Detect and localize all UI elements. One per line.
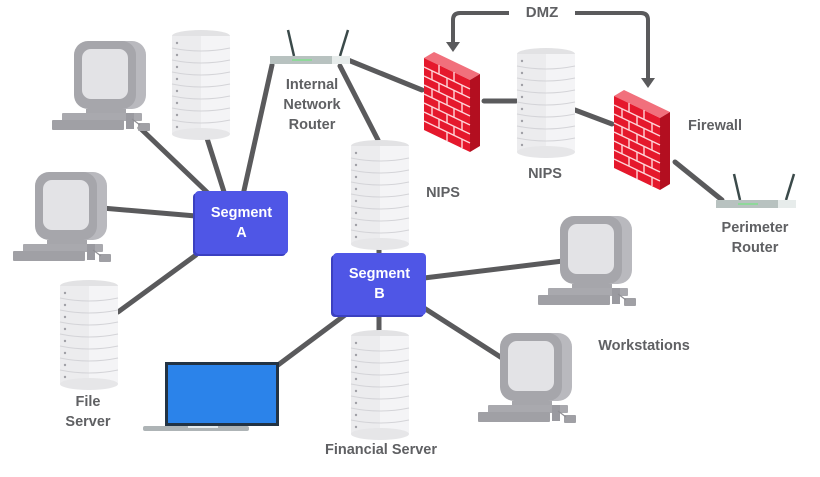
nips-dmz-label: NIPS (528, 166, 562, 182)
perimeter-router-label-line2: Router (731, 240, 779, 256)
firewall-outer-icon (613, 89, 671, 191)
link-segment-a-ws-a2 (99, 205, 199, 219)
workstations-label: Workstations (598, 338, 690, 354)
perimeter-router-label-line1: Perimeter (721, 220, 789, 236)
perimeter-router-icon (714, 172, 798, 210)
firewall-inner-icon (423, 51, 481, 153)
segment-a-label-line1: Segment (210, 204, 273, 221)
dmz-label: DMZ (525, 4, 559, 21)
link-segment-b-ws-b1 (421, 258, 566, 281)
dmz-arrow-left-icon (446, 42, 460, 52)
server-a-icon (171, 29, 231, 141)
internal-router-icon (268, 28, 352, 66)
internal-router-label-line2: Network (283, 97, 341, 113)
file-server-label-line2: Server (65, 414, 111, 430)
file-server-label-line1: File (75, 394, 101, 410)
internal-router-label: Internal Network Router (270, 75, 354, 135)
internal-router-label-line1: Internal (285, 77, 339, 93)
perimeter-router-label: Perimeter Router (710, 218, 800, 258)
workstation-a1-icon (51, 40, 151, 132)
link-segment-a-file-server (115, 252, 199, 315)
workstation-a2-icon (12, 171, 112, 263)
dmz-bracket (451, 11, 650, 78)
financial-server-icon (350, 329, 410, 441)
financial-server-label: Financial Server (324, 442, 438, 458)
link-segment-a-server (202, 129, 228, 198)
firewall-label: Firewall (688, 118, 742, 134)
nips-dmz-icon (516, 47, 576, 159)
link-segment-b-laptop (275, 312, 348, 368)
link-lines (99, 57, 725, 368)
segment-a-label-line2: A (236, 224, 247, 241)
link-router-nips (337, 63, 381, 143)
link-segment-a-ws-a1 (137, 125, 213, 198)
segment-b-label-line1: Segment (348, 266, 411, 282)
segment-b-label-line2: B (374, 286, 385, 302)
nips-inner-label: NIPS (426, 185, 460, 201)
file-server-icon (59, 279, 119, 391)
internal-router-label-line3: Router (288, 117, 336, 133)
file-server-label: File Server (58, 392, 118, 432)
segment-b-box: Segment B (333, 253, 426, 315)
link-nips-dmz-firewall (572, 107, 615, 127)
link-segment-b-ws-b2 (421, 305, 505, 361)
dmz-arrow-right-icon (641, 78, 655, 88)
link-router-firewall (345, 57, 425, 93)
link-firewall-perimeter-router (672, 159, 725, 203)
nips-inner-icon (350, 139, 410, 251)
workstation-b2-icon (477, 332, 577, 424)
link-segment-a-internal-router (240, 62, 275, 198)
laptop-icon (143, 362, 279, 431)
segment-a-box: Segment A (195, 191, 288, 254)
